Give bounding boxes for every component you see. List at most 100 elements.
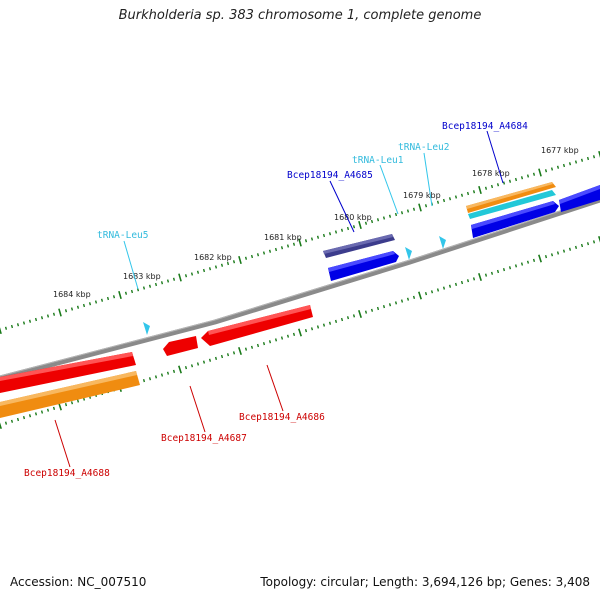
trna-marker-leu1[interactable] — [405, 247, 412, 260]
outer-scale-tick-minor — [544, 169, 548, 173]
gene-label-a4684[interactable]: Bcep18194_A4684 — [442, 121, 528, 132]
tick-label-1682: 1682 kbp — [194, 253, 232, 262]
inner-scale-tick-minor — [400, 299, 404, 303]
inner-scale-tick-minor — [592, 240, 596, 244]
inner-scale-tick-minor — [406, 297, 410, 301]
inner-scale-tick-minor — [10, 419, 14, 423]
tick-label-1684: 1684 kbp — [53, 290, 91, 299]
inner-scale-tick-minor — [226, 353, 230, 357]
outer-scale-tick-minor — [154, 282, 158, 287]
gene-arrow-A4688-red[interactable] — [0, 352, 136, 393]
outer-scale-tick-minor — [94, 300, 98, 304]
outer-scale-tick-minor — [352, 225, 356, 229]
outer-scale-tick-major — [118, 290, 122, 300]
inner-scale-tick-major — [418, 291, 422, 300]
outer-scale-tick-minor — [394, 212, 398, 217]
outer-scale-tick-minor — [370, 219, 374, 224]
outer-scale-tick-minor — [292, 242, 296, 246]
inner-scale-tick-minor — [286, 334, 290, 338]
inner-scale-tick-minor — [280, 336, 284, 340]
gene-arrow-A4685-purple[interactable] — [323, 234, 395, 258]
map-title: Burkholderia sp. 383 chromosome 1, compl… — [118, 8, 482, 23]
outer-scale-tick-minor — [64, 309, 68, 313]
gene-label-trna-leu1[interactable]: tRNA-Leu1 — [352, 155, 404, 166]
gene-arrow-A4686[interactable] — [201, 305, 313, 346]
gene-arrow-A4684-orange[interactable] — [466, 182, 556, 213]
outer-scale-tick-minor — [190, 272, 194, 276]
outer-scale-tick-minor — [310, 237, 314, 241]
outer-scale-tick-minor — [460, 193, 464, 197]
inner-scale-tick-minor — [22, 416, 26, 420]
inner-scale-tick-minor — [376, 306, 380, 311]
gene-label-a4686[interactable]: Bcep18194_A4686 — [239, 412, 325, 423]
inner-scale-tick-minor — [490, 271, 494, 275]
tick-label-1678: 1678 kbp — [472, 169, 510, 178]
inner-scale-tick-minor — [184, 366, 188, 370]
inner-scale-tick-major — [478, 272, 482, 282]
outer-scale-tick-minor — [508, 179, 512, 183]
outer-tick-track — [0, 150, 600, 335]
inner-scale-tick-minor — [190, 364, 194, 368]
gene-arrow-next-blue[interactable] — [559, 185, 600, 212]
gene-label-trna-leu5[interactable]: tRNA-Leu5 — [97, 230, 148, 241]
outer-scale-tick-minor — [274, 247, 278, 252]
gene-arrow-A4685-blue[interactable] — [328, 251, 399, 281]
outer-scale-tick-minor — [514, 177, 518, 182]
outer-scale-tick-minor — [130, 289, 134, 294]
inner-scale-tick-minor — [550, 253, 554, 257]
gene-label-a4687[interactable]: Bcep18194_A4687 — [161, 433, 247, 444]
trna-marker-leu2[interactable] — [439, 236, 446, 249]
outer-scale-tick-minor — [580, 158, 584, 162]
inner-scale-tick-major — [598, 235, 600, 243]
inner-scale-tick-minor — [580, 243, 584, 248]
outer-scale-tick-minor — [4, 326, 8, 330]
gene-arrow-A4688-orange[interactable] — [0, 371, 140, 418]
gene-label-a4688[interactable]: Bcep18194_A4688 — [24, 468, 110, 479]
inner-scale-tick-minor — [256, 343, 260, 348]
inner-scale-tick-minor — [388, 303, 392, 307]
outer-scale-tick-minor — [550, 167, 554, 171]
outer-scale-tick-minor — [100, 298, 104, 302]
inner-scale-tick-minor — [568, 247, 572, 251]
outer-scale-tick-minor — [466, 191, 470, 196]
outer-scale-tick-minor — [124, 291, 128, 295]
gene-label-a4685[interactable]: Bcep18194_A4685 — [287, 170, 373, 181]
outer-scale-tick-minor — [526, 174, 530, 178]
inner-scale-tick-minor — [310, 327, 314, 331]
outer-scale-tick-minor — [76, 305, 80, 309]
inner-scale-tick-minor — [562, 249, 566, 253]
outer-scale-tick-minor — [412, 207, 416, 211]
outer-scale-tick-minor — [346, 226, 350, 231]
inner-scale-tick-minor — [328, 321, 332, 325]
outer-scale-tick-minor — [442, 198, 446, 203]
outer-scale-tick-minor — [220, 263, 224, 267]
outer-scale-tick-minor — [562, 163, 566, 168]
gene-arrow-A4684-blue[interactable] — [471, 201, 559, 238]
inner-scale-tick-minor — [448, 284, 452, 288]
outer-scale-tick-minor — [334, 230, 338, 234]
gene-label-trna-leu2[interactable]: tRNA-Leu2 — [398, 142, 449, 153]
inner-scale-tick-minor — [76, 399, 80, 403]
outer-scale-tick-minor — [574, 160, 578, 164]
outer-scale-tick-minor — [28, 319, 32, 323]
gene-arrow-A4687[interactable] — [163, 336, 198, 356]
gene-arrow-A4684-cyan[interactable] — [468, 190, 556, 219]
outer-scale-tick-minor — [22, 321, 26, 325]
trna-marker-leu5[interactable] — [143, 322, 150, 335]
outer-scale-tick-minor — [382, 216, 386, 220]
outer-scale-tick-minor — [376, 218, 380, 222]
outer-scale-tick-minor — [484, 186, 488, 190]
inner-scale-tick-minor — [292, 332, 296, 336]
inner-scale-tick-minor — [436, 288, 440, 292]
outer-scale-tick-minor — [490, 184, 494, 189]
inner-scale-tick-minor — [526, 260, 530, 264]
inner-scale-tick-minor — [502, 268, 506, 272]
inner-scale-tick-minor — [214, 356, 218, 360]
inner-scale-tick-minor — [316, 325, 320, 329]
outer-scale-tick-major — [298, 238, 302, 247]
outer-scale-tick-minor — [106, 296, 110, 301]
outer-scale-tick-major — [0, 327, 2, 335]
outer-scale-tick-minor — [196, 270, 200, 274]
inner-scale-tick-minor — [514, 264, 518, 268]
